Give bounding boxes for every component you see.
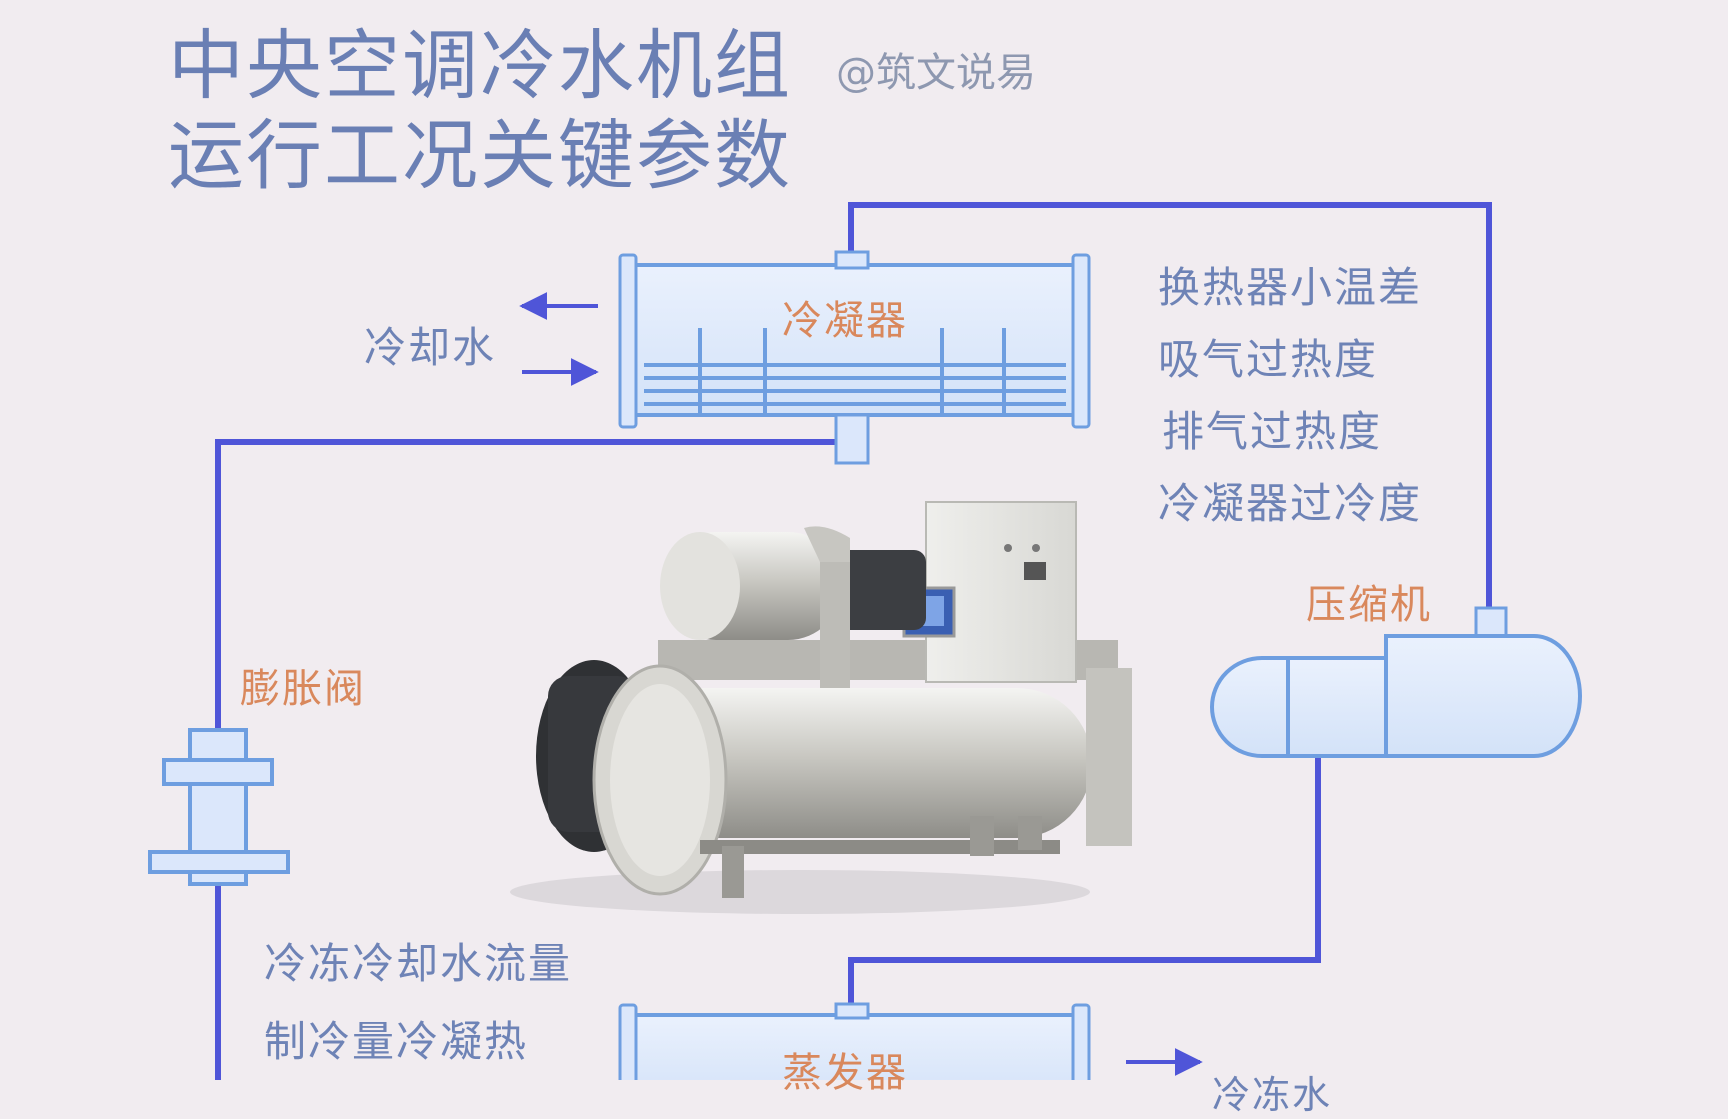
compressor-label: 压缩机 xyxy=(1306,582,1432,628)
param-water-flow: 冷冻冷却水流量 xyxy=(264,939,573,988)
diagram-title-line1: 中央空调冷水机组 xyxy=(168,21,792,110)
param-heat-exchanger-approach: 换热器小温差 xyxy=(1158,263,1423,312)
param-suction-superheat: 吸气过热度 xyxy=(1158,335,1379,384)
cooling-water-arrows xyxy=(519,292,599,386)
evaporator-label: 蒸发器 xyxy=(782,1050,908,1096)
refrigeration-cycle-diagram xyxy=(148,202,1582,1080)
param-condenser-subcooling: 冷凝器过冷度 xyxy=(1158,479,1423,528)
expansion-valve-symbol xyxy=(148,728,290,886)
compressor-vessel xyxy=(1210,606,1582,758)
chiller-unit-image xyxy=(510,501,1132,914)
refrigerant-pipes xyxy=(215,202,1492,1080)
cooling-water-label: 冷却水 xyxy=(364,323,497,372)
condenser-label: 冷凝器 xyxy=(782,298,908,344)
expansion-valve-label: 膨胀阀 xyxy=(240,666,366,712)
condenser-vessel xyxy=(618,250,1091,465)
chilled-water-label: 冷冻水 xyxy=(1212,1073,1333,1117)
evaporator-vessel xyxy=(618,1002,1091,1080)
watermark: @筑文说易 xyxy=(836,50,1036,96)
param-discharge-superheat: 排气过热度 xyxy=(1162,407,1383,456)
diagram-title-line2: 运行工况关键参数 xyxy=(168,111,792,200)
param-capacity-heat-rejection: 制冷量冷凝热 xyxy=(264,1017,529,1066)
